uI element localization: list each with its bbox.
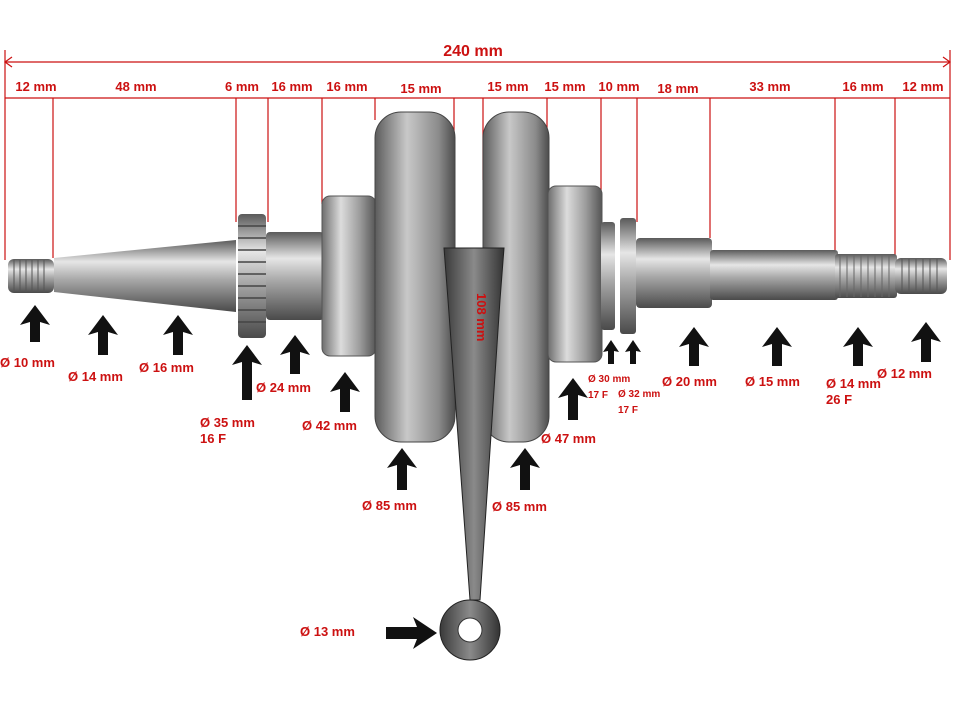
- diameter-label: Ø 30 mm: [588, 374, 630, 385]
- diameter-label: Ø 13 mm: [300, 624, 355, 639]
- left-taper: [54, 240, 236, 312]
- teeth-label: 26 F: [826, 392, 852, 407]
- segment-length-label: 16 mm: [271, 79, 312, 94]
- segment-length-label: 6 mm: [225, 79, 259, 94]
- diameter-label: Ø 16 mm: [139, 360, 194, 375]
- arrow-icon: [232, 345, 262, 400]
- teeth-label: 17 F: [588, 390, 608, 401]
- diameter-label: Ø 85 mm: [492, 499, 547, 514]
- left-collar: [266, 232, 324, 320]
- diameter-label: Ø 20 mm: [662, 374, 717, 389]
- diameter-label: Ø 42 mm: [302, 418, 357, 433]
- segment-length-label: 12 mm: [902, 79, 943, 94]
- arrow-icon: [625, 340, 641, 364]
- arrow-icon: [679, 327, 709, 366]
- segment-length-label: 48 mm: [115, 79, 156, 94]
- left-crank-web: [374, 111, 456, 443]
- arrow-icon: [911, 322, 941, 362]
- left-thread: [8, 259, 54, 293]
- segment-length-label: 16 mm: [326, 79, 367, 94]
- diameter-label: Ø 14 mm: [826, 376, 881, 391]
- right-thread: [895, 258, 947, 294]
- overall-length-label: 240 mm: [443, 43, 503, 60]
- right-gear-1: [601, 222, 615, 330]
- right-spline: [835, 254, 897, 298]
- segment-length-label: 16 mm: [842, 79, 883, 94]
- diameter-label: Ø 15 mm: [745, 374, 800, 389]
- left-bearing: [321, 195, 377, 357]
- arrow-icon: [386, 617, 437, 649]
- arrow-icon: [510, 448, 540, 490]
- arrow-icon: [762, 327, 792, 366]
- right-gear-2: [620, 218, 636, 334]
- arrow-icon: [88, 315, 118, 355]
- arrow-icon: [280, 335, 310, 374]
- segment-length-label: 15 mm: [487, 79, 528, 94]
- arrow-icon: [330, 372, 360, 412]
- arrow-icon: [843, 327, 873, 366]
- diameter-label: Ø 85 mm: [362, 498, 417, 513]
- diameter-label: Ø 10 mm: [0, 355, 55, 370]
- arrow-icon: [603, 340, 619, 364]
- arrow-icon: [558, 378, 588, 420]
- segment-length-label: 33 mm: [749, 79, 790, 94]
- arrow-icon: [20, 305, 50, 342]
- segment-length-label: 18 mm: [657, 81, 698, 96]
- diameter-label: Ø 24 mm: [256, 380, 311, 395]
- rod-length-label: 108 mm: [474, 293, 489, 341]
- connecting-rod: [443, 247, 505, 601]
- teeth-label: 17 F: [618, 405, 638, 416]
- segment-length-label: 15 mm: [544, 79, 585, 94]
- right-shaft-20: [636, 238, 712, 308]
- diameter-label: Ø 47 mm: [541, 431, 596, 446]
- pointer-arrows: [20, 305, 941, 649]
- diameter-label: Ø 35 mm: [200, 415, 255, 430]
- crankshaft: [8, 111, 947, 661]
- diameter-label: Ø 32 mm: [618, 389, 660, 400]
- segment-length-label: 12 mm: [15, 79, 56, 94]
- diameter-label: Ø 12 mm: [877, 366, 932, 381]
- diameter-label: Ø 14 mm: [68, 369, 123, 384]
- right-shaft-15: [710, 250, 838, 300]
- segment-length-label: 10 mm: [598, 79, 639, 94]
- left-gear: [238, 214, 266, 338]
- segment-length-label: 15 mm: [400, 81, 441, 96]
- arrow-icon: [163, 315, 193, 355]
- teeth-label: 16 F: [200, 431, 226, 446]
- small-end-hole: [457, 617, 483, 643]
- arrow-icon: [387, 448, 417, 490]
- right-bearing: [547, 185, 603, 363]
